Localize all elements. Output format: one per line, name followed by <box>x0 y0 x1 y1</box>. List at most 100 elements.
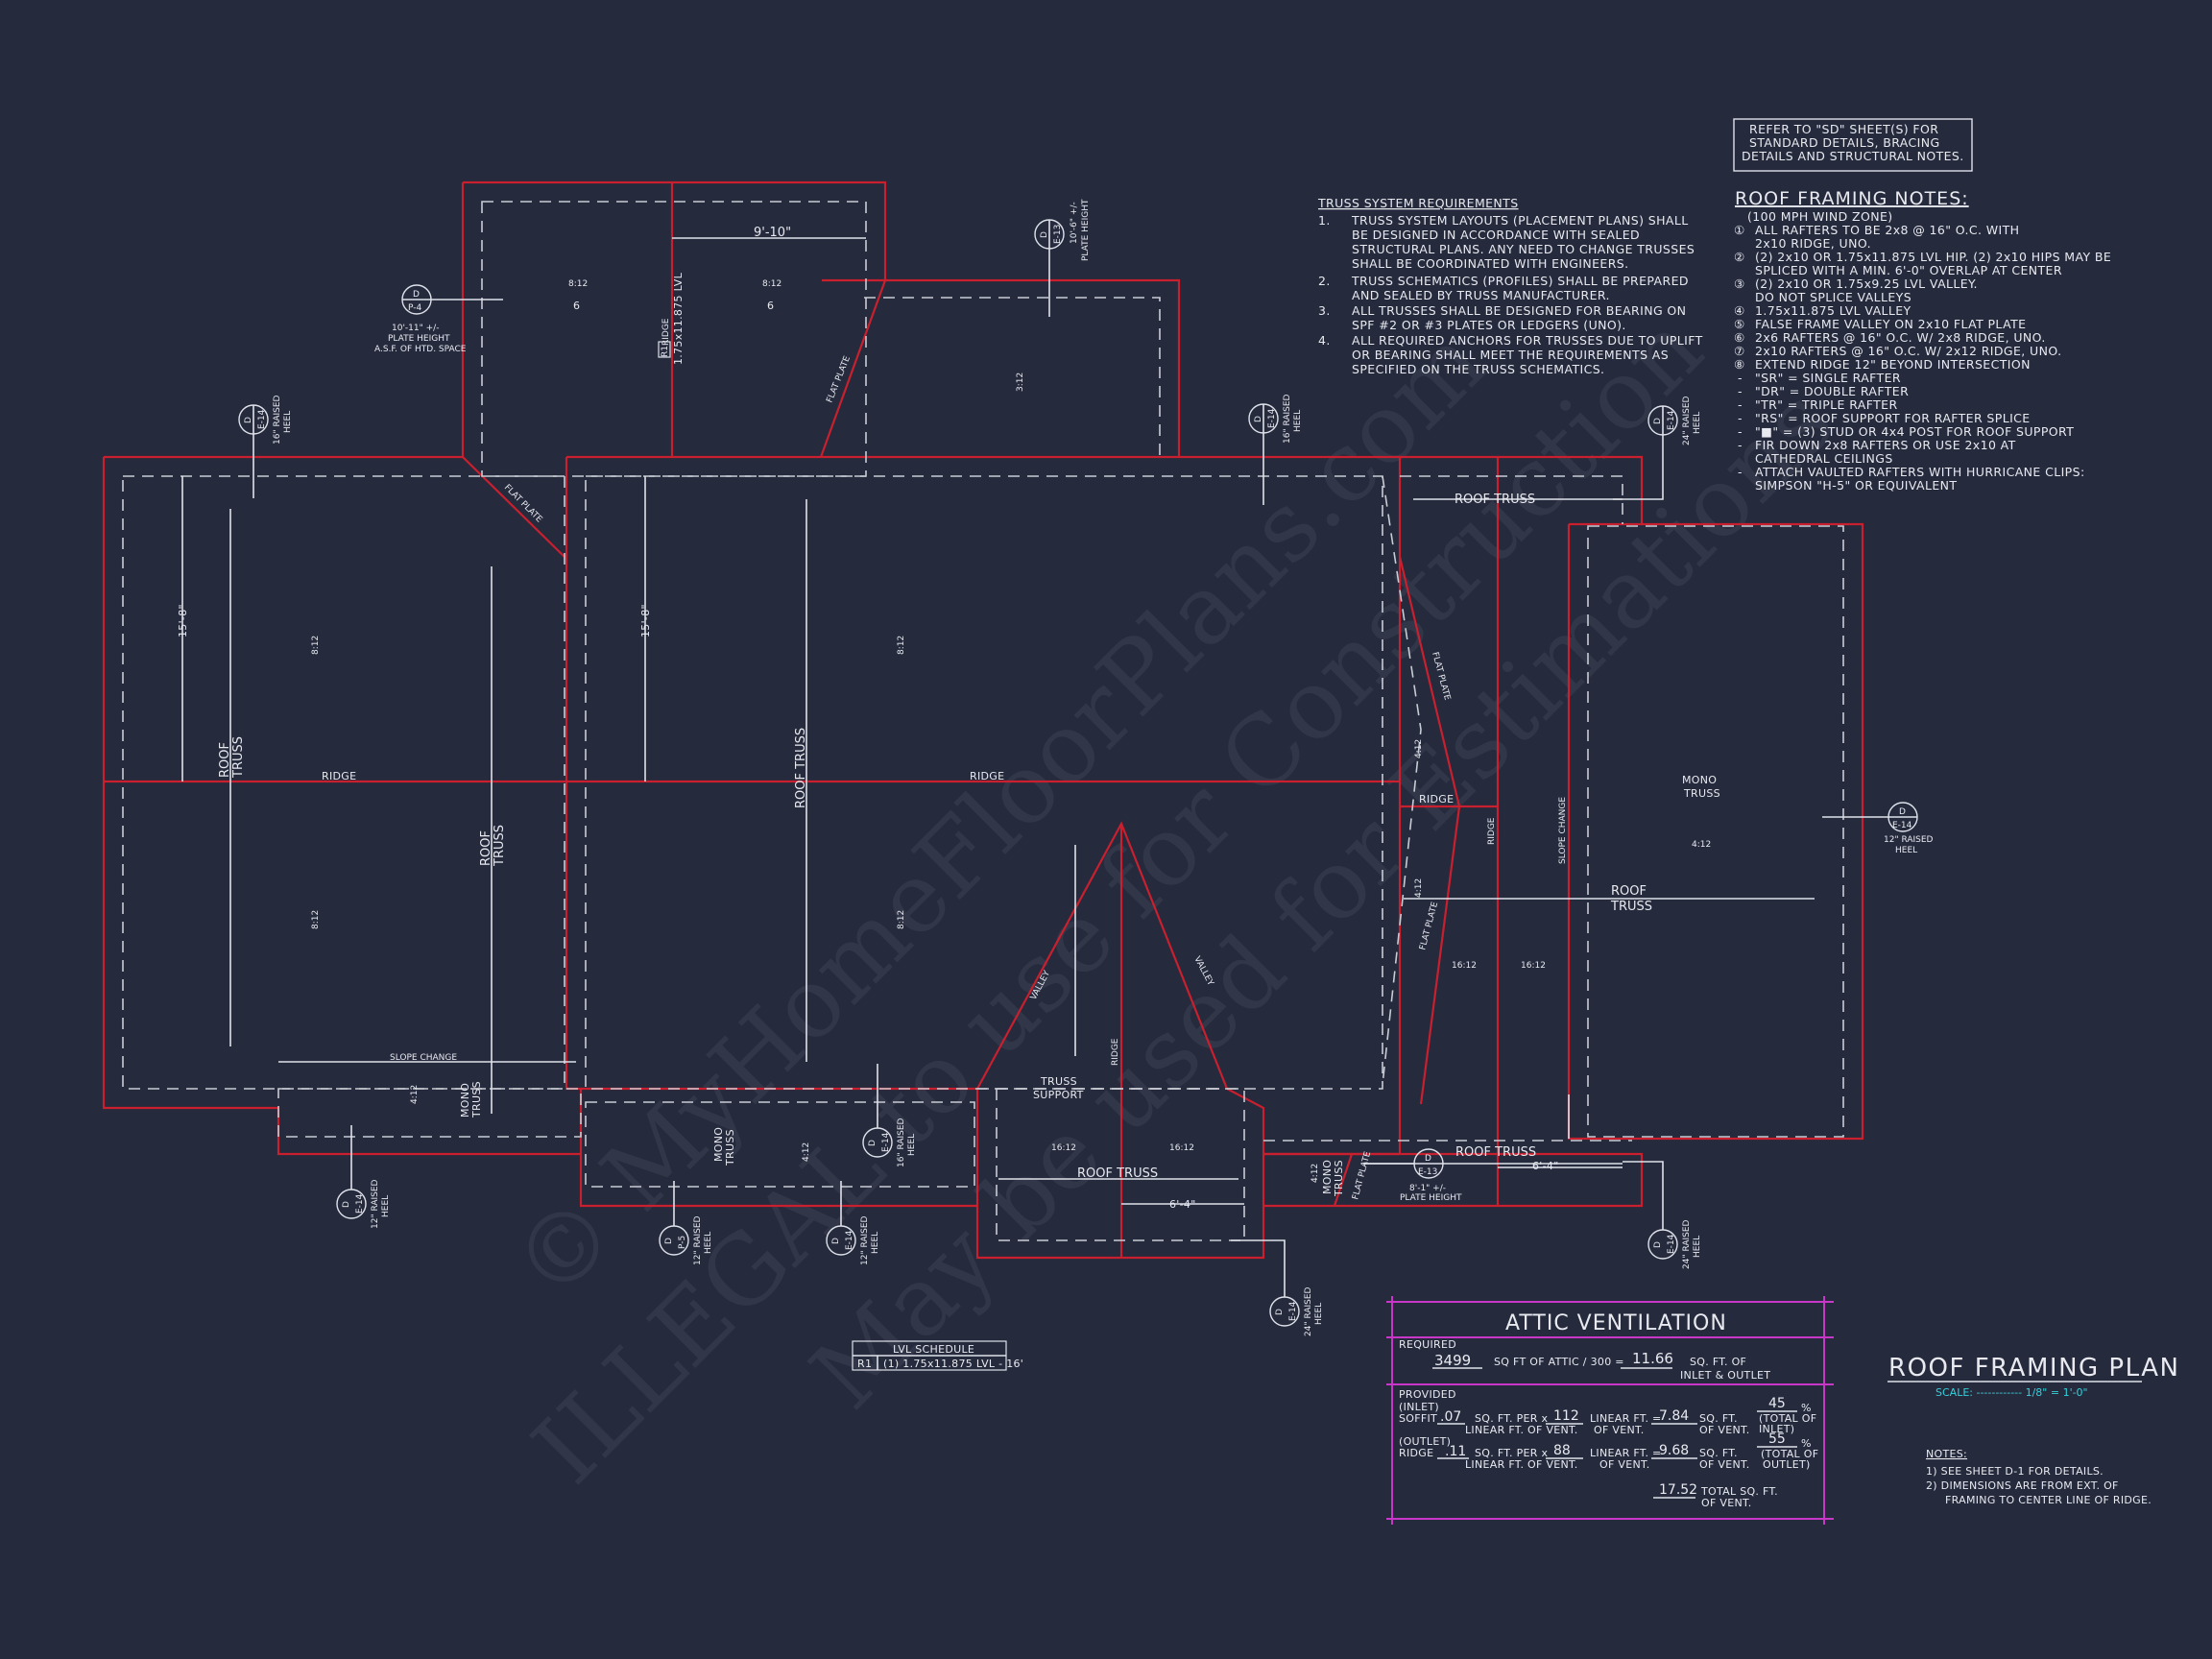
svg-text:STANDARD DETAILS, BRACING: STANDARD DETAILS, BRACING <box>1749 135 1940 150</box>
svg-text:SHALL BE COORDINATED WITH ENGI: SHALL BE COORDINATED WITH ENGINEERS. <box>1352 256 1629 271</box>
svg-text:⑤: ⑤ <box>1734 317 1745 331</box>
callout-e14-left-top[interactable]: D E-14 16" RAISED HEEL <box>238 395 293 498</box>
svg-text:SPLICED WITH A MIN. 6'-0" OVER: SPLICED WITH A MIN. 6'-0" OVERLAP AT CEN… <box>1755 263 2062 277</box>
svg-text:ROOF: ROOF <box>1611 884 1647 899</box>
svg-text:FLAT PLATE: FLAT PLATE <box>1351 1150 1373 1201</box>
callout-e14-mid-top[interactable]: D E-14 16" RAISED HEEL <box>1248 394 1303 505</box>
svg-text:D: D <box>1653 1241 1663 1248</box>
callout-e14-bot-4[interactable]: D E-14 24" RAISED HEEL <box>1231 1239 1324 1336</box>
svg-text:R1: R1 <box>857 1358 872 1370</box>
svg-text:1.75x11.875 LVL: 1.75x11.875 LVL <box>672 272 685 365</box>
svg-text:⑧: ⑧ <box>1734 357 1745 372</box>
svg-text:OF VENT.: OF VENT. <box>1699 1458 1750 1471</box>
svg-text:D: D <box>831 1238 841 1244</box>
svg-text:-: - <box>1738 465 1743 479</box>
svg-text:E-13: E-13 <box>1418 1167 1437 1177</box>
svg-text:STRUCTURAL PLANS. ANY NEED TO: STRUCTURAL PLANS. ANY NEED TO CHANGE TRU… <box>1352 242 1695 256</box>
svg-text:HEEL: HEEL <box>1693 412 1702 434</box>
svg-text:16" RAISED: 16" RAISED <box>273 395 282 445</box>
svg-text:SIMPSON "H-5" OR EQUIVALENT: SIMPSON "H-5" OR EQUIVALENT <box>1755 478 1957 493</box>
callout-e14-right[interactable]: D E-14 12" RAISED HEEL <box>1822 802 1934 855</box>
svg-text:24" RAISED: 24" RAISED <box>1682 396 1692 445</box>
lvl-schedule: LVL SCHEDULE R1 (1) 1.75x11.875 LVL - 16… <box>852 1340 1023 1371</box>
svg-text:HEEL: HEEL <box>1693 1236 1702 1258</box>
svg-text:4:12: 4:12 <box>1692 840 1711 850</box>
svg-text:TRUSS: TRUSS <box>1683 787 1720 800</box>
svg-text:MONO: MONO <box>459 1083 471 1118</box>
svg-text:9.68: 9.68 <box>1659 1443 1689 1458</box>
svg-text:OF VENT.: OF VENT. <box>1699 1424 1750 1436</box>
svg-text:LINEAR FT. OF VENT.: LINEAR FT. OF VENT. <box>1465 1458 1578 1471</box>
svg-text:RIDGE: RIDGE <box>1419 793 1454 805</box>
svg-text:INLET & OUTLET: INLET & OUTLET <box>1680 1369 1770 1382</box>
svg-text:8'-1" +/-: 8'-1" +/- <box>1409 1184 1446 1193</box>
svg-text:RIDGE: RIDGE <box>661 318 671 346</box>
svg-text:TRUSS: TRUSS <box>493 825 507 867</box>
svg-text:E-13: E-13 <box>1053 225 1063 244</box>
svg-text:16" RAISED: 16" RAISED <box>1283 394 1292 444</box>
svg-text:4:12: 4:12 <box>1414 878 1424 898</box>
svg-text:ROOF TRUSS: ROOF TRUSS <box>1077 1166 1158 1181</box>
svg-text:OF VENT.: OF VENT. <box>1701 1497 1752 1509</box>
svg-text:TRUSS: TRUSS <box>470 1081 483 1118</box>
svg-text:8:12: 8:12 <box>762 279 781 289</box>
svg-text:OF VENT.: OF VENT. <box>1594 1424 1645 1436</box>
svg-text:E-14: E-14 <box>881 1132 891 1152</box>
svg-text:88: 88 <box>1553 1443 1571 1458</box>
svg-text:D: D <box>1899 807 1906 817</box>
svg-text:16" RAISED: 16" RAISED <box>897 1118 906 1167</box>
svg-text:REQUIRED: REQUIRED <box>1399 1338 1456 1351</box>
svg-text:(TOTAL OF: (TOTAL OF <box>1759 1412 1816 1425</box>
callout-e14-right-top[interactable]: D E-14 24" RAISED HEEL <box>1613 396 1702 500</box>
svg-text:MONO: MONO <box>1321 1160 1334 1194</box>
svg-text:PLATE HEIGHT: PLATE HEIGHT <box>388 334 450 344</box>
svg-text:ROOF FRAMING NOTES:: ROOF FRAMING NOTES: <box>1735 188 1969 209</box>
svg-text:D: D <box>1425 1154 1431 1164</box>
truss-system-requirements: TRUSS SYSTEM REQUIREMENTS 1. TRUSS SYSTE… <box>1317 196 1702 376</box>
svg-text:-: - <box>1738 371 1743 385</box>
svg-text:%: % <box>1801 1402 1812 1414</box>
svg-text:8:12: 8:12 <box>311 636 321 655</box>
svg-text:(2) 2x10 OR 1.75x9.25 LVL VALL: (2) 2x10 OR 1.75x9.25 LVL VALLEY. <box>1755 276 1978 291</box>
svg-text:PLATE HEIGHT: PLATE HEIGHT <box>1081 199 1091 261</box>
svg-text:BE DESIGNED IN ACCORDANCE WITH: BE DESIGNED IN ACCORDANCE WITH SEALED <box>1352 228 1640 242</box>
callout-p4[interactable]: D P-4 10'-11" +/- PLATE HEIGHT A.S.F. OF… <box>374 284 503 354</box>
callout-e14-bot-3[interactable]: D E-14 16" RAISED HEEL <box>862 1064 917 1167</box>
svg-text:SOFFIT: SOFFIT <box>1399 1412 1437 1425</box>
svg-text:E-14: E-14 <box>1892 821 1912 830</box>
svg-text:(INLET): (INLET) <box>1399 1401 1439 1413</box>
svg-text:2x10 RIDGE, UNO.: 2x10 RIDGE, UNO. <box>1755 236 1871 251</box>
svg-text:10'-11" +/-: 10'-11" +/- <box>392 324 439 333</box>
callout-e13-top[interactable]: D E-13 10'-6" +/- PLATE HEIGHT <box>1034 199 1091 317</box>
svg-text:SUPPORT: SUPPORT <box>1033 1089 1084 1101</box>
svg-text:D: D <box>1040 231 1049 238</box>
wall-lines <box>122 201 1844 1241</box>
svg-text:E-14: E-14 <box>355 1193 365 1214</box>
svg-text:SQ. FT.: SQ. FT. <box>1699 1412 1738 1425</box>
svg-text:24" RAISED: 24" RAISED <box>1304 1286 1313 1336</box>
svg-text:(OUTLET): (OUTLET) <box>1399 1435 1451 1448</box>
svg-text:TRUSS: TRUSS <box>231 736 246 779</box>
svg-text:RIDGE: RIDGE <box>970 770 1004 782</box>
callout-e14-bot-2[interactable]: D E-14 12" RAISED HEEL <box>826 1181 880 1265</box>
svg-text:LINEAR FT. OF VENT.: LINEAR FT. OF VENT. <box>1465 1424 1578 1436</box>
svg-text:12" RAISED: 12" RAISED <box>371 1179 380 1229</box>
callout-e14-bot-right[interactable]: D E-14 24" RAISED HEEL <box>1623 1161 1702 1269</box>
callout-e14-left-bot[interactable]: D E-14 12" RAISED HEEL <box>336 1125 391 1229</box>
svg-text:12" RAISED: 12" RAISED <box>693 1215 703 1265</box>
callout-p5[interactable]: D P-5 12" RAISED HEEL <box>659 1181 713 1265</box>
svg-text:6: 6 <box>573 300 580 312</box>
callout-e13-bot[interactable]: D E-13 8'-1" +/- PLATE HEIGHT <box>1363 1148 1462 1203</box>
svg-text:24" RAISED: 24" RAISED <box>1682 1219 1692 1269</box>
svg-text:15'-8": 15'-8" <box>177 604 189 637</box>
svg-text:TRUSS SYSTEM REQUIREMENTS: TRUSS SYSTEM REQUIREMENTS <box>1317 196 1519 210</box>
svg-text:"TR" = TRIPLE RAFTER: "TR" = TRIPLE RAFTER <box>1755 397 1898 412</box>
svg-text:TRUSS: TRUSS <box>1333 1160 1345 1197</box>
svg-text:(1) 1.75x11.875 LVL - 16': (1) 1.75x11.875 LVL - 16' <box>883 1358 1023 1370</box>
svg-text:D: D <box>868 1140 878 1146</box>
svg-text:①: ① <box>1734 223 1745 237</box>
svg-text:4:12: 4:12 <box>410 1085 420 1104</box>
svg-text:6'-4": 6'-4" <box>1532 1160 1559 1172</box>
svg-text:8:12: 8:12 <box>897 636 906 655</box>
svg-text:-: - <box>1738 438 1743 452</box>
